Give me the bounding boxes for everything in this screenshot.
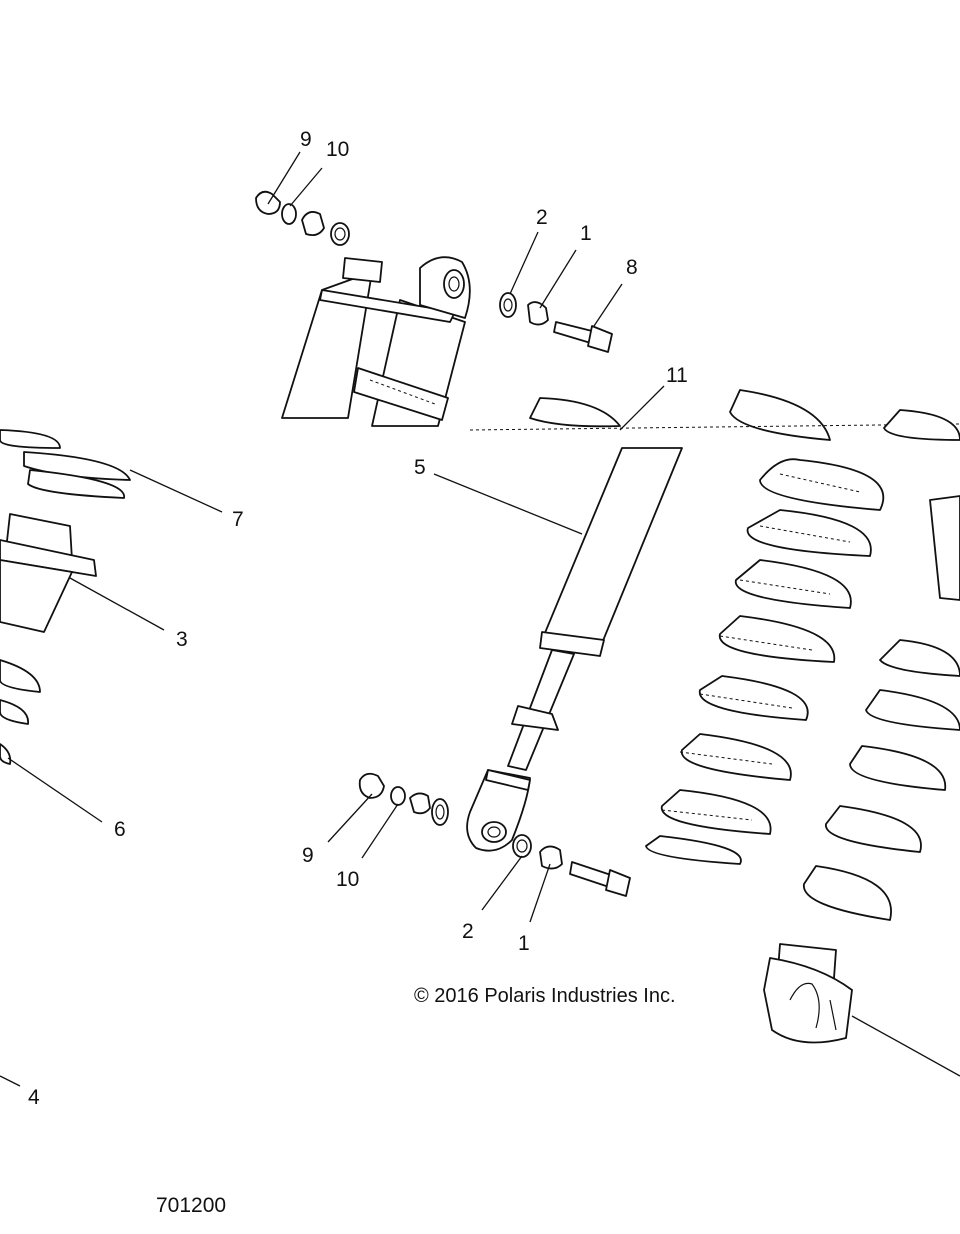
upper-shock-assembly: [281, 256, 471, 427]
callout-4: 4: [28, 1086, 40, 1109]
upper-spring-fragment: [469, 397, 960, 431]
callout-3: 3: [176, 628, 188, 651]
callout-2-top: 2: [536, 206, 548, 229]
callout-10-bottom: 10: [336, 868, 359, 891]
callouts: 9 10 2 1 8 11 5 7 3 6 9 10 2 1 4: [28, 128, 688, 1109]
callout-5: 5: [414, 456, 426, 479]
callout-9-top: 9: [300, 128, 312, 151]
callout-2-bottom: 2: [462, 920, 474, 943]
shock-absorber: [466, 447, 683, 852]
upper-left-hardware: [255, 190, 350, 246]
callout-1-top: 1: [580, 222, 592, 245]
jounce-bumper: [763, 943, 853, 1044]
lower-right-hardware: [512, 834, 631, 897]
leader-lines: [0, 151, 960, 1087]
lower-left-hardware: [358, 772, 449, 826]
callout-7: 7: [232, 508, 244, 531]
figure-id: 701200: [156, 1194, 226, 1217]
coil-spring-right: [803, 409, 960, 921]
left-partial-assembly: [0, 429, 131, 765]
callout-1-bottom: 1: [518, 932, 530, 955]
callout-11: 11: [666, 364, 688, 387]
callout-9-bottom: 9: [302, 844, 314, 867]
callout-6: 6: [114, 818, 126, 841]
copyright-notice: © 2016 Polaris Industries Inc.: [414, 985, 676, 1007]
callout-8: 8: [626, 256, 638, 279]
coil-spring-11: [645, 389, 885, 865]
callout-10-top: 10: [326, 138, 349, 161]
upper-right-hardware: [499, 292, 613, 353]
